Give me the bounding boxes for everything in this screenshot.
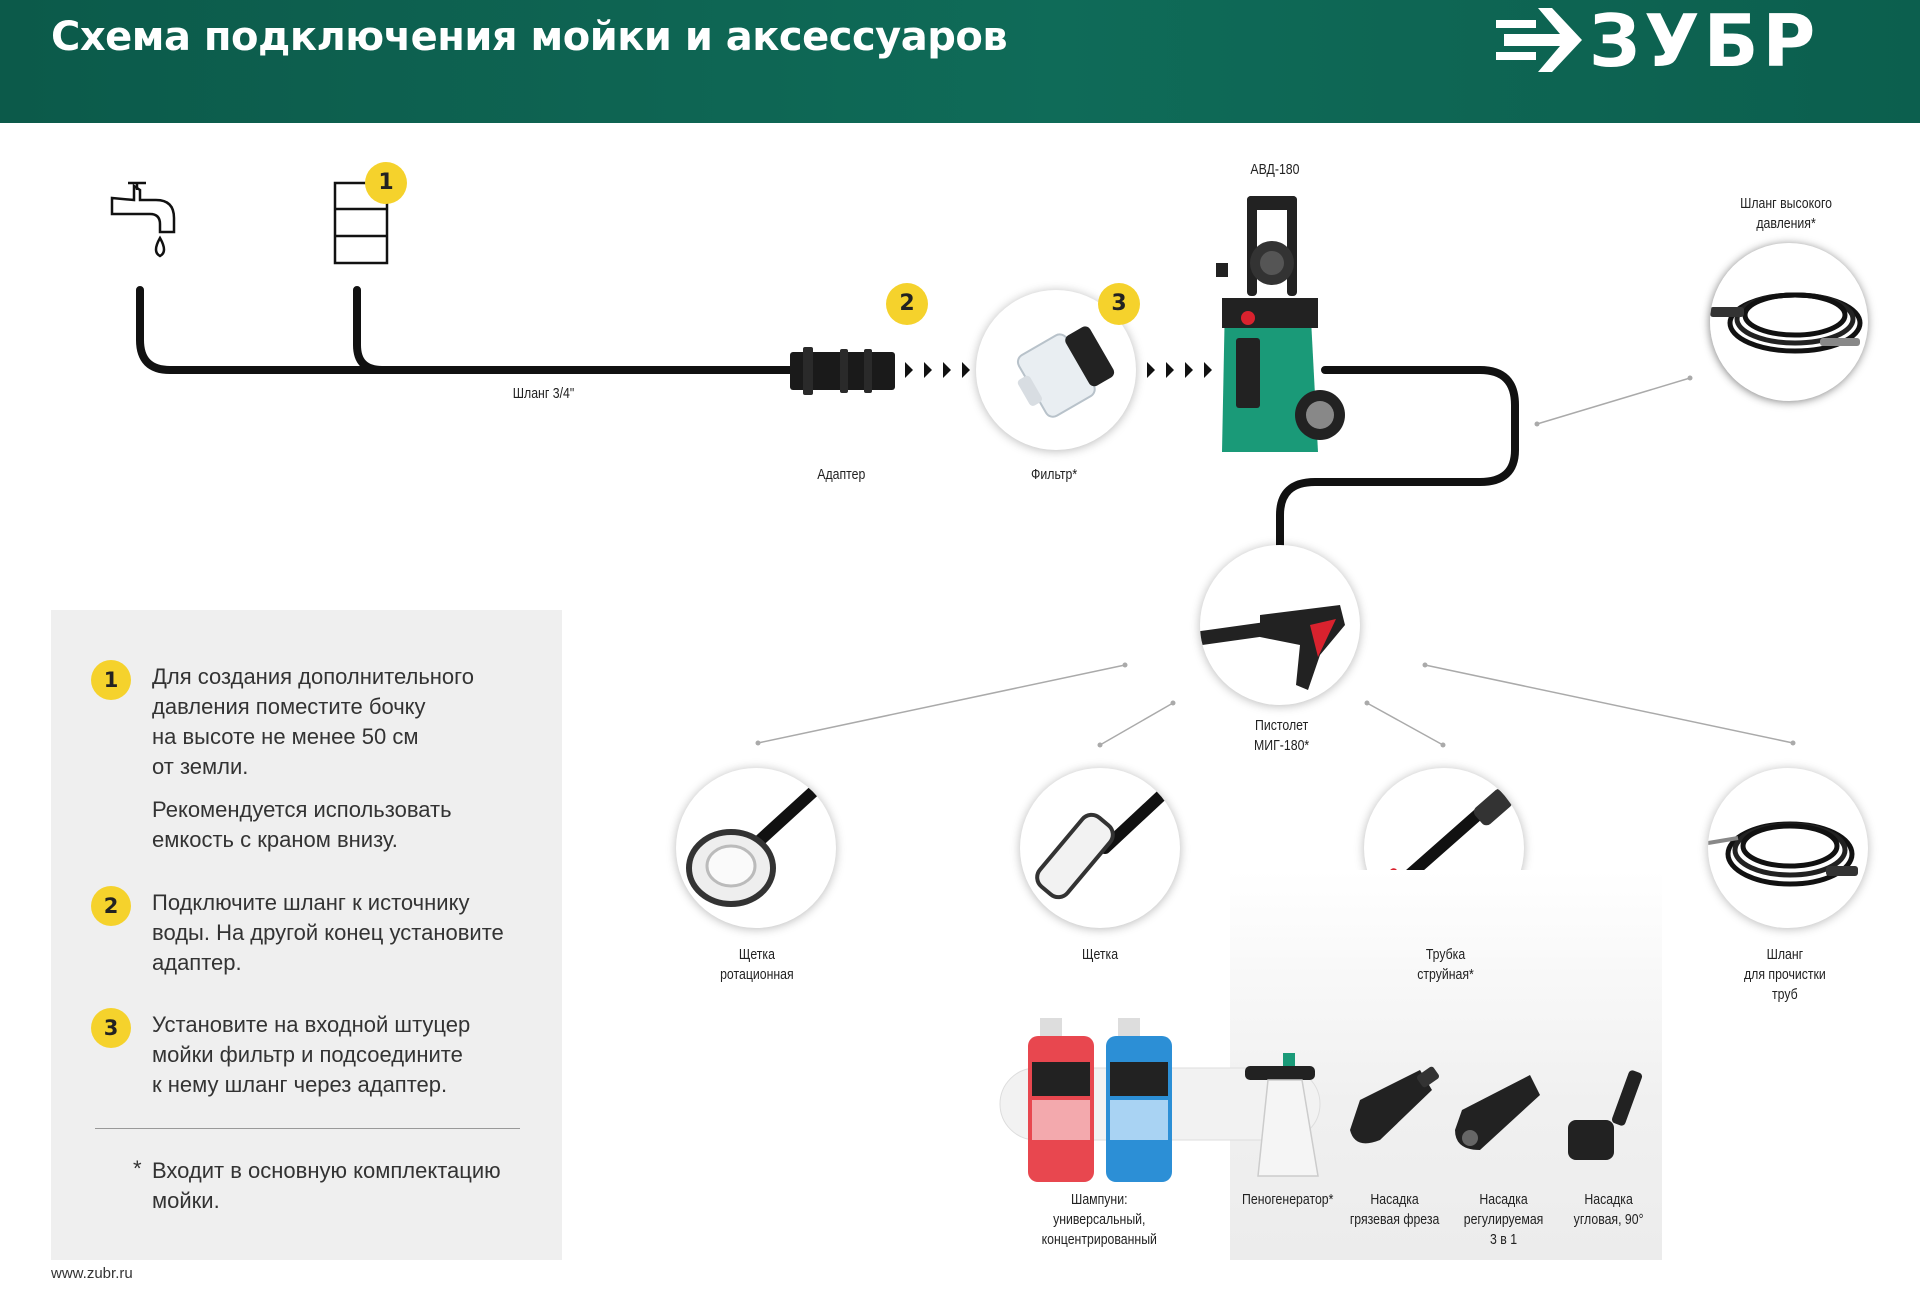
flow-arrows-2 bbox=[1147, 362, 1212, 378]
label-filter: Фильтр* bbox=[1031, 466, 1078, 483]
connector-lines bbox=[757, 377, 1794, 746]
label-washer-model: АВД-180 bbox=[1250, 161, 1300, 178]
step-2-badge: 2 bbox=[91, 886, 131, 926]
water-tap-icon bbox=[110, 181, 176, 258]
spray-gun-icon bbox=[1200, 605, 1345, 690]
brush-circle bbox=[1020, 768, 1180, 928]
hp-hose-circle bbox=[1710, 243, 1868, 401]
adapter-connector bbox=[790, 347, 895, 395]
brand-wordmark: ЗУБР bbox=[1589, 0, 1820, 83]
hose-coil-icon bbox=[1710, 292, 1863, 354]
label-hose: Шланг 3/4" bbox=[512, 385, 575, 402]
pipe-hose-icon bbox=[1708, 821, 1858, 887]
step-2-text: Подключите шланг к источнику воды. На др… bbox=[152, 890, 504, 975]
header-bar: Схема подключения мойки и аксессуаров ЗУ… bbox=[0, 0, 1920, 123]
page-title: Схема подключения мойки и аксессуаров bbox=[51, 14, 1008, 60]
footnote-star: * bbox=[133, 1156, 142, 1181]
step-1-badge: 1 bbox=[91, 660, 131, 700]
label-adapter: Адаптер bbox=[817, 466, 866, 483]
step-1-text: Для создания дополнительного давления по… bbox=[152, 664, 474, 852]
instructions-panel: 1 Для создания дополнительного давления … bbox=[51, 610, 562, 1260]
rotary-brush-icon bbox=[686, 774, 832, 907]
accessories-panel bbox=[1230, 870, 1662, 1260]
pipe-hose-circle bbox=[1708, 768, 1868, 928]
filter-icon bbox=[1016, 326, 1115, 418]
badge-3-filter: 3 bbox=[1098, 283, 1140, 325]
label-foam: Пеногенератор* bbox=[1242, 1191, 1334, 1208]
step-3-text: Установите на входной штуцер мойки фильт… bbox=[152, 1012, 471, 1097]
website-link[interactable]: www.zubr.ru bbox=[51, 1265, 133, 1282]
hose-3-4 bbox=[136, 286, 799, 374]
brush-icon bbox=[1035, 772, 1180, 900]
barrel-icon bbox=[333, 181, 389, 265]
label-shampoo: Шампуни:универсальный,концентрированный bbox=[1041, 1191, 1157, 1248]
panel-divider bbox=[95, 1128, 520, 1129]
badge-2-adapter: 2 bbox=[886, 283, 928, 325]
step-3-badge: 3 bbox=[91, 1008, 131, 1048]
pressure-washer-avd-180 bbox=[1216, 196, 1345, 452]
brand-emblem-icon bbox=[1496, 8, 1582, 72]
flow-arrows-1 bbox=[905, 362, 970, 378]
label-brush: Щетка bbox=[1081, 946, 1119, 963]
high-pressure-hose bbox=[1276, 366, 1519, 549]
footnote-text: Входит в основную комплектацию мойки. bbox=[152, 1158, 501, 1213]
gun-circle bbox=[1200, 545, 1360, 705]
brand-logo: ЗУБР bbox=[1494, 0, 1874, 80]
badge-1-barrel: 1 bbox=[365, 162, 407, 204]
rotary-brush-circle bbox=[676, 768, 836, 928]
